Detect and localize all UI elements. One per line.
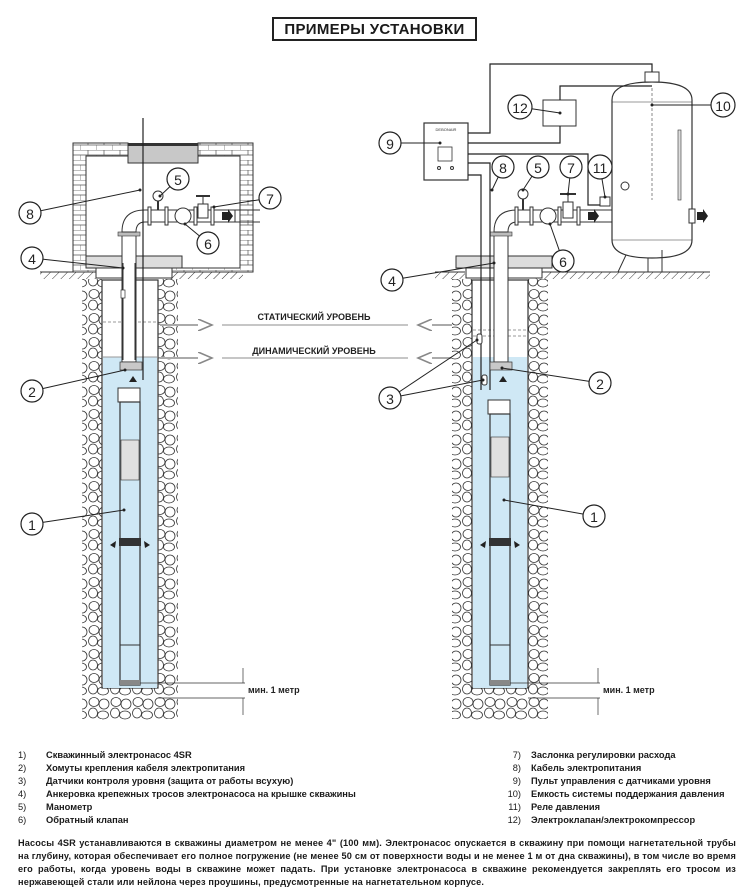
callout-number: 6 <box>204 236 212 252</box>
legend-text: Емкость системы поддержания давления <box>531 789 725 799</box>
callout-number: 6 <box>559 254 567 270</box>
callout-number: 10 <box>715 98 731 114</box>
legend-number: 1) <box>18 750 27 760</box>
legend-text: Хомуты крепления кабеля электропитания <box>46 763 246 773</box>
callout-number: 1 <box>590 509 598 525</box>
flow-valve <box>196 195 210 219</box>
legend-text: Манометр <box>46 802 93 812</box>
callout-number: 7 <box>567 160 575 176</box>
legend-text: Пульт управления с датчиками уровня <box>531 776 711 786</box>
ground <box>40 272 100 279</box>
water-levels: СТАТИЧЕСКИЙ УРОВЕНЬ ДИНАМИЧЕСКИЙ УРОВЕНЬ <box>160 311 470 358</box>
legend-item: 2) Хомуты крепления кабеля электропитания <box>18 762 356 775</box>
legend-item: 4) Анкеровка крепежных тросов электронасо… <box>18 788 356 801</box>
legend-number: 5) <box>18 802 27 812</box>
callout-right-9: 9 <box>378 131 442 155</box>
callout-left-4: 4 <box>20 246 125 270</box>
callout-number: 8 <box>26 206 34 222</box>
callout-number: 12 <box>512 100 528 116</box>
legend-number: 10) <box>507 789 521 799</box>
legend-number: 7) <box>512 750 521 760</box>
legend-item: 7) Заслонка регулировки расхода <box>497 749 725 762</box>
pressure-gauge <box>152 190 164 210</box>
static-level-label: СТАТИЧЕСКИЙ УРОВЕНЬ <box>258 311 371 322</box>
callout-right-10: 10 <box>650 92 736 118</box>
callout-number: 11 <box>593 160 608 176</box>
callout-left-5: 5 <box>158 167 190 198</box>
installation-note: Насосы 4SR устанавливаются в скважины ди… <box>18 838 736 887</box>
callout-number: 1 <box>28 517 36 533</box>
callout-right-7: 7 <box>559 155 583 196</box>
flow-arrow-icon <box>222 209 233 223</box>
callout-number: 4 <box>388 273 396 289</box>
legend-item: 6) Обратный клапан <box>18 814 356 827</box>
control-panel: DEBONAIR <box>423 122 469 181</box>
callout-number: 8 <box>499 160 507 176</box>
legend-text: Датчики контроля уровня (защита от работ… <box>46 776 294 786</box>
legend-number: 2) <box>18 763 27 773</box>
callout-right-3: 3 <box>378 338 485 410</box>
legend-item: 8) Кабель электропитания <box>497 762 725 775</box>
callout-number: 4 <box>28 251 36 267</box>
callout-left-2: 2 <box>20 368 127 403</box>
dynamic-level-label: ДИНАМИЧЕСКИЙ УРОВЕНЬ <box>252 345 376 356</box>
callout-left-6: 6 <box>183 222 220 255</box>
legend-number: 4) <box>18 789 27 799</box>
callout-number: 2 <box>28 384 36 400</box>
left-installation: мин. 1 метр <box>40 118 300 720</box>
legend-item: 12) Электроклапан/электрокомпрессор <box>497 814 725 827</box>
check-valve <box>174 207 192 225</box>
legend-number: 9) <box>512 776 521 786</box>
svg-text:DEBONAIR: DEBONAIR <box>436 127 457 132</box>
legend-item: 1) Скважинный электронасос 4SR <box>18 749 356 762</box>
legend-right: 7) Заслонка регулировки расхода 8) Кабель э… <box>497 749 725 827</box>
pressure-tank <box>611 71 708 273</box>
callout-number: 7 <box>266 191 274 207</box>
legend-number: 12) <box>507 815 521 825</box>
callout-left-1: 1 <box>20 508 126 536</box>
callout-number: 9 <box>386 136 394 152</box>
callout-number: 3 <box>386 391 394 407</box>
legend-number: 8) <box>512 763 521 773</box>
legend-text: Кабель электропитания <box>531 763 642 773</box>
legend-text: Электроклапан/электрокомпрессор <box>531 815 696 825</box>
legend-item: 10) Емкость системы поддержания давления <box>497 788 725 801</box>
callout-number: 5 <box>174 172 182 188</box>
min-depth-label-left: мин. 1 метр <box>248 685 300 695</box>
legend-number: 11) <box>508 802 521 812</box>
right-installation: DEBONAIR мин. 1 метр <box>423 63 710 720</box>
callout-right-2: 2 <box>500 366 612 395</box>
callout-right-11: 11 <box>587 154 613 199</box>
submersible-pump <box>117 387 141 686</box>
page-title: ПРИМЕРЫ УСТАНОВКИ <box>272 17 477 41</box>
callout-right-12: 12 <box>507 94 562 120</box>
min-depth-label-right: мин. 1 метр <box>603 685 655 695</box>
callout-right-8: 8 <box>490 155 515 192</box>
legend-item: 5) Манометр <box>18 801 356 814</box>
legend-text: Анкеровка крепежных тросов электронасоса… <box>46 789 356 799</box>
hatch-cover <box>127 144 199 164</box>
legend-text: Скважинный электронасос 4SR <box>46 750 192 760</box>
callout-right-5: 5 <box>521 155 550 192</box>
callout-right-4: 4 <box>380 261 496 292</box>
legend-left: 1) Скважинный электронасос 4SR 2) Хомуты кр… <box>18 749 356 827</box>
legend-item: 11) Реле давления <box>497 801 725 814</box>
callout-left-7: 7 <box>212 186 282 210</box>
legend-number: 6) <box>18 815 27 825</box>
callout-left-8: 8 <box>18 188 142 225</box>
callout-number: 2 <box>596 376 604 392</box>
callout-right-1: 1 <box>502 498 606 528</box>
installation-diagram: мин. 1 метр СТАТИЧЕСКИЙ УРОВЕНЬ ДИНАМИЧЕ… <box>18 63 736 720</box>
legend-text: Обратный клапан <box>46 815 129 825</box>
legend-number: 3) <box>18 776 27 786</box>
callout-right-6: 6 <box>548 222 575 273</box>
callout-number: 5 <box>534 160 542 176</box>
legend-item: 3) Датчики контроля уровня (защита от раб… <box>18 775 356 788</box>
legend-text: Реле давления <box>531 802 601 812</box>
legend-item: 9) Пульт управления с датчиками уровня <box>497 775 725 788</box>
gravel-left <box>82 279 102 719</box>
legend-text: Заслонка регулировки расхода <box>531 750 676 760</box>
